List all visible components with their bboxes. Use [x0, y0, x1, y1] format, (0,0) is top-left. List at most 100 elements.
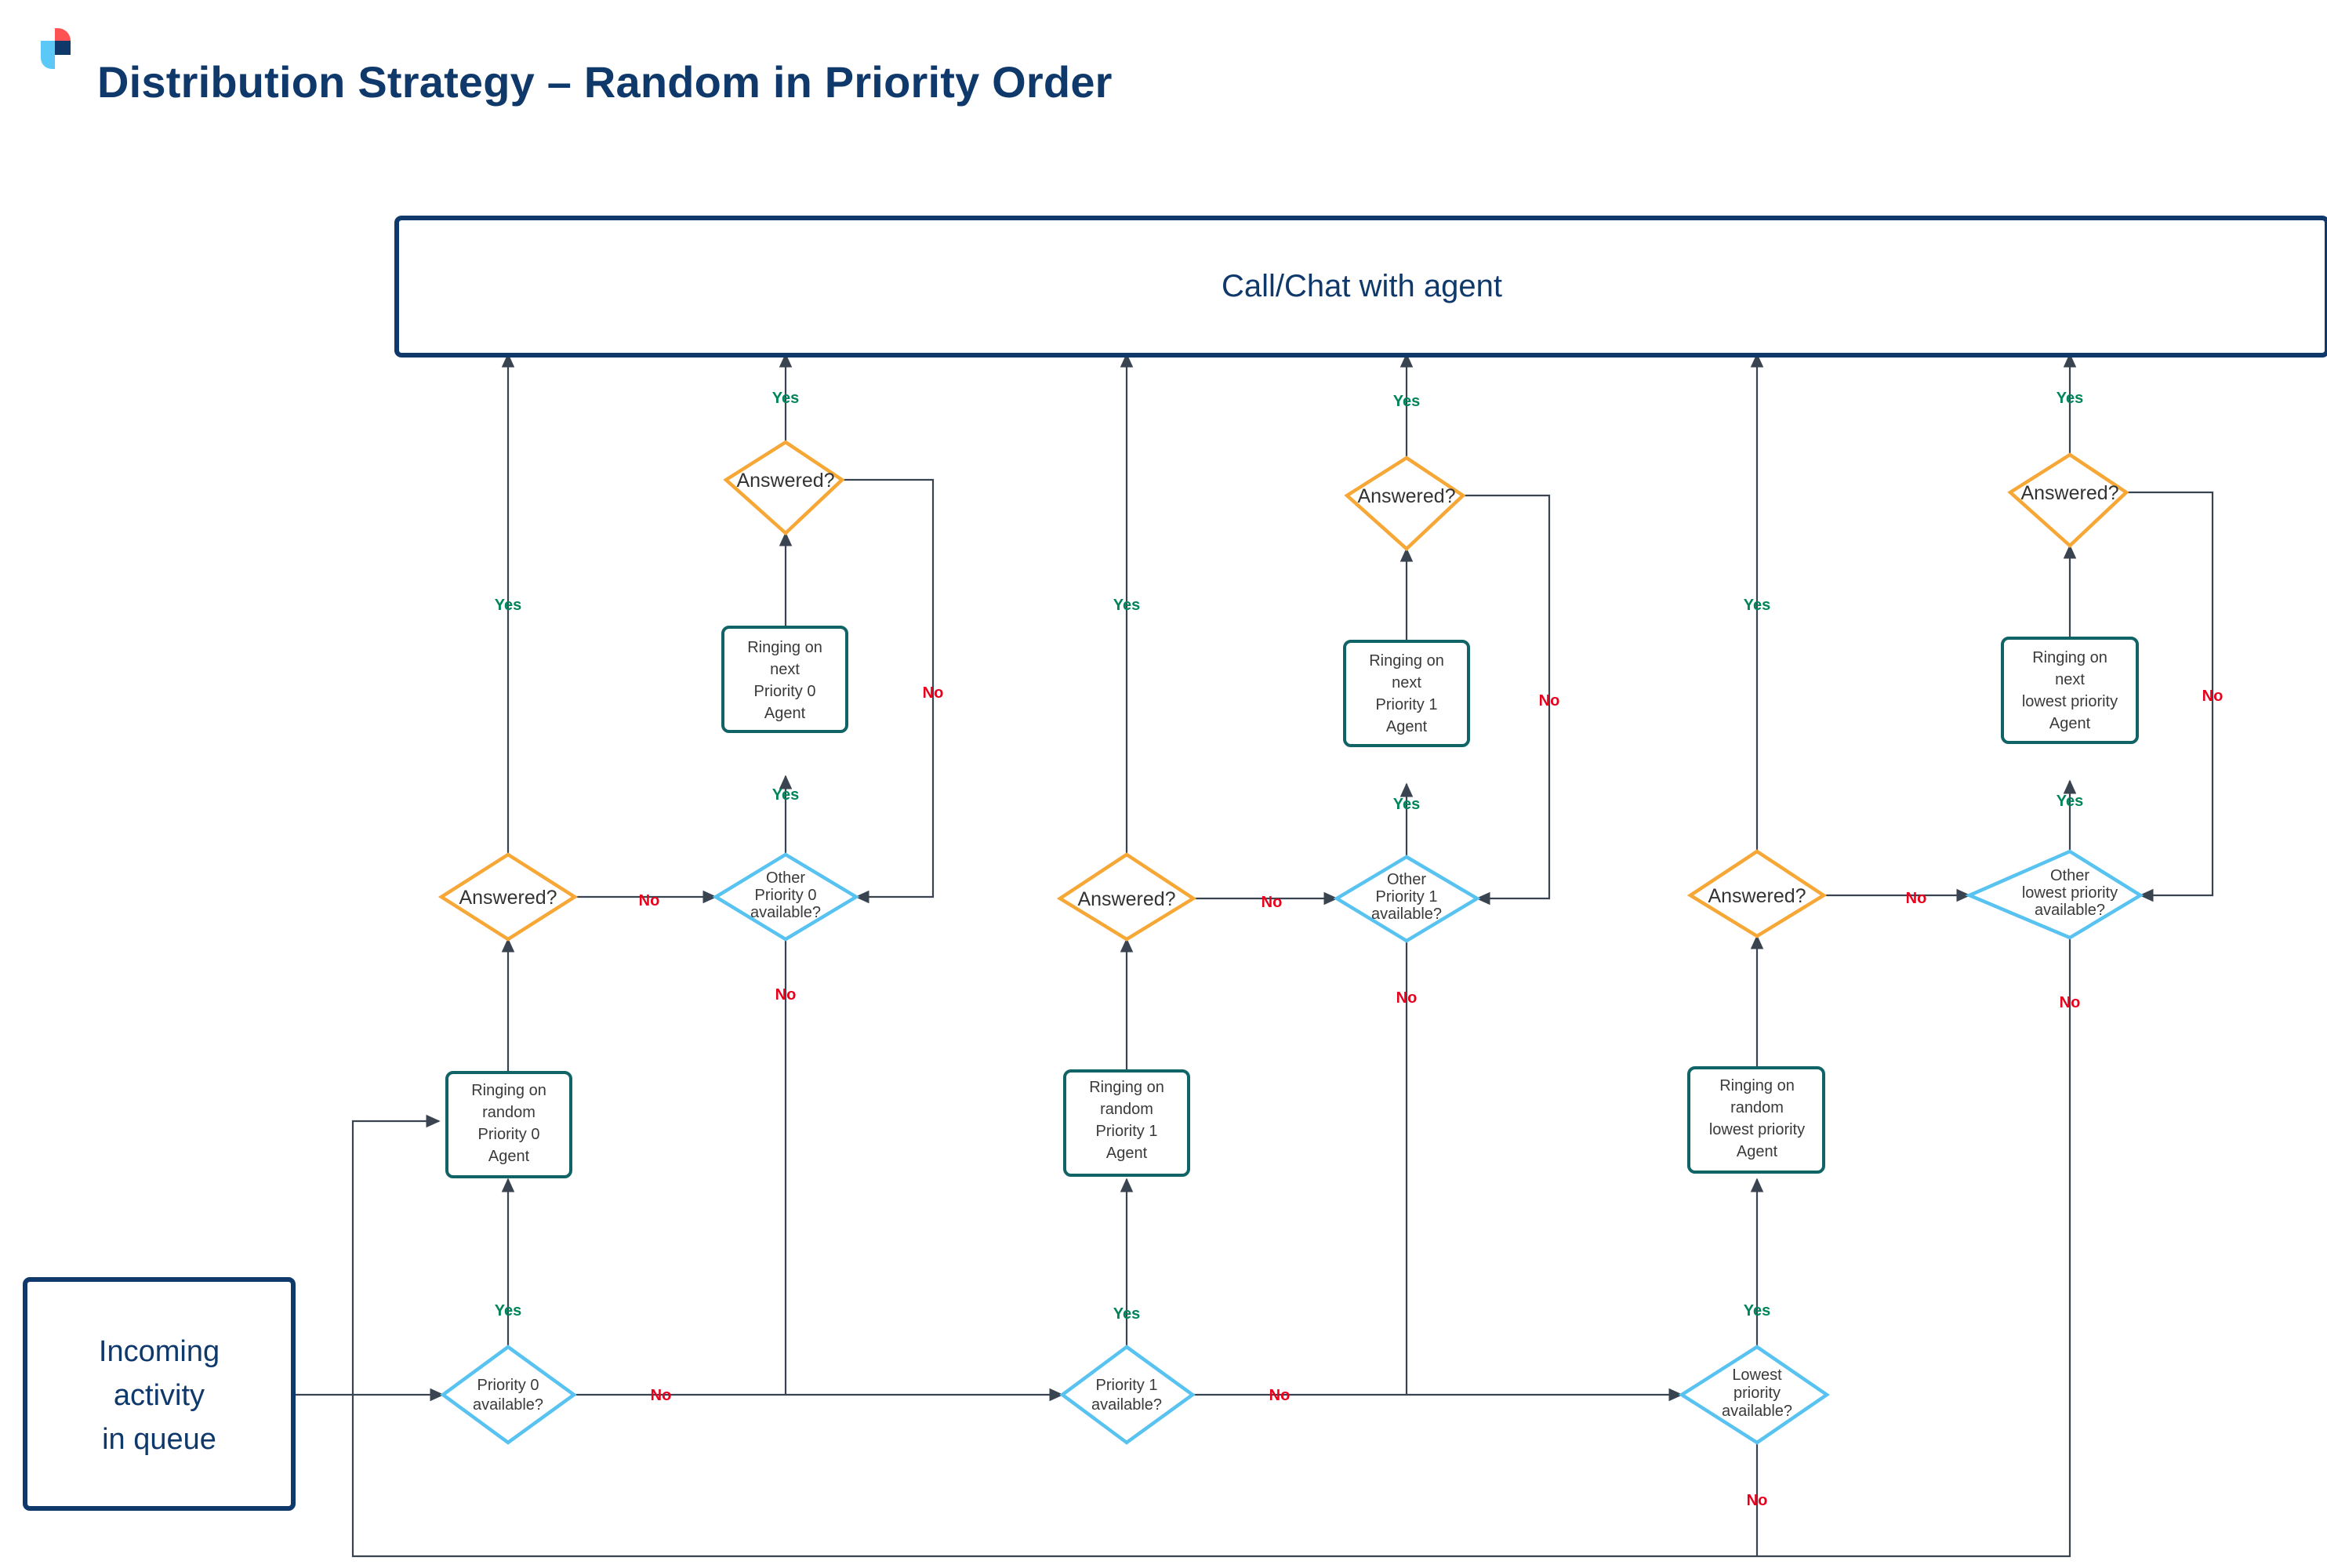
incoming-line-1: Incoming — [99, 1335, 220, 1368]
edge-p1-answered2-no — [1463, 494, 1551, 906]
label-yes-p0-available: Yes — [495, 1302, 521, 1319]
label-no-plow-other: No — [2060, 994, 2081, 1011]
p0-available-line-1: Priority 0 — [477, 1377, 539, 1394]
p1-ring-random-line-1: Ringing on — [1089, 1079, 1164, 1096]
plow-ring-random-line-1: Ringing on — [1719, 1077, 1795, 1094]
p1-other-line-3: available? — [1371, 906, 1442, 923]
edge-label-layer: Yes Yes No Yes Yes No No No Yes Yes No Y… — [495, 390, 2224, 1509]
node-ringing-next-priority-1[interactable]: Ringing on next Priority 1 Agent — [1343, 640, 1470, 747]
p1-ring-next-line-3: Priority 1 — [1376, 696, 1438, 713]
p0-other-line-3: available? — [750, 904, 821, 921]
p1-ring-random-line-2: random — [1100, 1101, 1153, 1118]
node-lowest-priority-available[interactable]: Lowest priority available? — [1678, 1345, 1830, 1445]
p0-ring-next-line-3: Priority 0 — [754, 683, 816, 700]
node-ringing-random-priority-0[interactable]: Ringing on random Priority 0 Agent — [445, 1071, 572, 1178]
edge-layer — [294, 353, 2214, 1558]
plow-ring-next-line-1: Ringing on — [2032, 649, 2107, 666]
label-yes-p1-answered: Yes — [1113, 597, 1140, 614]
edge-p0-answered2-no — [842, 478, 935, 904]
label-no-plow-answered: No — [1906, 890, 1927, 907]
plow-ring-random-line-4: Agent — [1737, 1143, 1778, 1160]
label-no-plow-available: No — [1747, 1492, 1768, 1509]
label-yes-p0-other: Yes — [772, 786, 799, 804]
label-yes-p0-answered: Yes — [495, 597, 521, 614]
label-no-p0-answered2: No — [923, 684, 944, 702]
label-no-p0-other: No — [775, 986, 797, 1004]
p0-ring-random-line-4: Agent — [488, 1148, 530, 1165]
p1-other-line-2: Priority 1 — [1376, 888, 1438, 906]
plow-available-line-1: Lowest — [1732, 1367, 1782, 1384]
dialpad-logo — [31, 25, 74, 74]
p1-answered-label: Answered? — [1077, 888, 1175, 910]
node-ringing-random-lowest-priority[interactable]: Ringing on random lowest priority Agent — [1687, 1066, 1825, 1174]
label-no-p0-answered: No — [639, 892, 660, 909]
node-priority-0-available[interactable]: Priority 0 available? — [440, 1345, 577, 1445]
plow-answered-label: Answered? — [1708, 885, 1806, 907]
plow-ring-next-line-4: Agent — [2049, 715, 2091, 732]
p0-ring-random-line-1: Ringing on — [471, 1082, 546, 1099]
node-call-chat-with-agent[interactable]: Call/Chat with agent — [394, 216, 2327, 358]
node-ringing-next-priority-0[interactable]: Ringing on next Priority 0 Agent — [721, 626, 848, 733]
node-p1-answered[interactable]: Answered? — [1056, 852, 1197, 942]
p0-available-line-2: available? — [473, 1396, 543, 1414]
node-ringing-random-priority-1[interactable]: Ringing on random Priority 1 Agent — [1063, 1069, 1190, 1177]
plow-ring-random-line-3: lowest priority — [1709, 1121, 1805, 1138]
incoming-line-2: activity — [114, 1379, 205, 1412]
node-priority-1-available[interactable]: Priority 1 available? — [1059, 1345, 1196, 1445]
node-other-priority-1-available[interactable]: Other Priority 1 available? — [1333, 855, 1481, 943]
label-no-p1-answered: No — [1262, 894, 1283, 911]
edge-plow-other-no-loopback — [351, 938, 2071, 1558]
label-yes-p0-answered2: Yes — [772, 390, 799, 407]
node-other-lowest-priority-available[interactable]: Other lowest priority available? — [1965, 849, 2144, 940]
p1-available-line-2: available? — [1091, 1396, 1162, 1414]
node-call-chat-label: Call/Chat with agent — [1222, 269, 1502, 303]
p1-ring-next-line-1: Ringing on — [1369, 652, 1444, 670]
label-yes-p1-other: Yes — [1393, 796, 1420, 813]
p1-available-line-1: Priority 1 — [1096, 1377, 1158, 1394]
label-yes-p1-answered2: Yes — [1393, 393, 1420, 410]
node-incoming-activity[interactable]: Incoming activity in queue — [23, 1277, 296, 1511]
p1-ring-next-line-4: Agent — [1386, 718, 1428, 735]
edge-plow-answered2-no — [2126, 491, 2214, 902]
p1-ring-next-line-2: next — [1392, 674, 1421, 691]
p0-ring-next-line-2: next — [770, 661, 800, 678]
node-p0-answered[interactable]: Answered? — [437, 852, 579, 942]
node-p0-answered-2[interactable]: Answered? — [723, 440, 845, 536]
node-plow-answered-2[interactable]: Answered? — [2007, 452, 2129, 549]
plow-available-line-2: priority — [1733, 1385, 1781, 1402]
p0-ring-random-line-3: Priority 0 — [478, 1126, 540, 1143]
label-yes-plow-other: Yes — [2057, 793, 2083, 810]
label-no-plow-answered2: No — [2202, 688, 2224, 705]
label-no-p1-answered2: No — [1539, 692, 1560, 710]
incoming-line-3: in queue — [102, 1423, 216, 1456]
p0-ring-random-line-2: random — [482, 1104, 535, 1121]
node-plow-answered[interactable]: Answered? — [1686, 849, 1828, 938]
label-yes-plow-answered: Yes — [1744, 597, 1770, 614]
plow-ring-next-line-3: lowest priority — [2022, 693, 2118, 710]
plow-ring-random-line-2: random — [1730, 1099, 1784, 1116]
p0-other-line-1: Other — [766, 869, 805, 887]
p0-ring-next-line-1: Ringing on — [747, 639, 822, 656]
p0-answered2-label: Answered? — [736, 470, 834, 492]
p1-ring-random-line-3: Priority 1 — [1096, 1123, 1158, 1140]
plow-answered2-label: Answered? — [2020, 482, 2118, 504]
p0-ring-next-line-4: Agent — [764, 705, 806, 722]
label-no-p1-available: No — [1269, 1387, 1291, 1404]
plow-other-line-1: Other — [2050, 867, 2089, 884]
plow-available-line-3: available? — [1722, 1403, 1792, 1420]
p0-answered-label: Answered? — [459, 887, 557, 909]
label-yes-plow-available: Yes — [1744, 1302, 1770, 1319]
node-ringing-next-lowest-priority[interactable]: Ringing on next lowest priority Agent — [2001, 637, 2139, 744]
plow-other-line-2: lowest priority — [2022, 884, 2118, 902]
node-other-priority-0-available[interactable]: Other Priority 0 available? — [712, 852, 860, 942]
node-p1-answered-2[interactable]: Answered? — [1344, 456, 1466, 552]
label-no-p0-available: No — [651, 1387, 672, 1404]
p1-ring-random-line-4: Agent — [1106, 1145, 1148, 1162]
plow-other-line-3: available? — [2035, 902, 2105, 919]
label-no-p1-other: No — [1396, 989, 1418, 1007]
label-yes-p1-available: Yes — [1113, 1305, 1140, 1323]
page-title: Distribution Strategy – Random in Priori… — [97, 57, 1113, 107]
p0-other-line-2: Priority 0 — [755, 887, 817, 904]
plow-ring-next-line-2: next — [2055, 671, 2085, 688]
